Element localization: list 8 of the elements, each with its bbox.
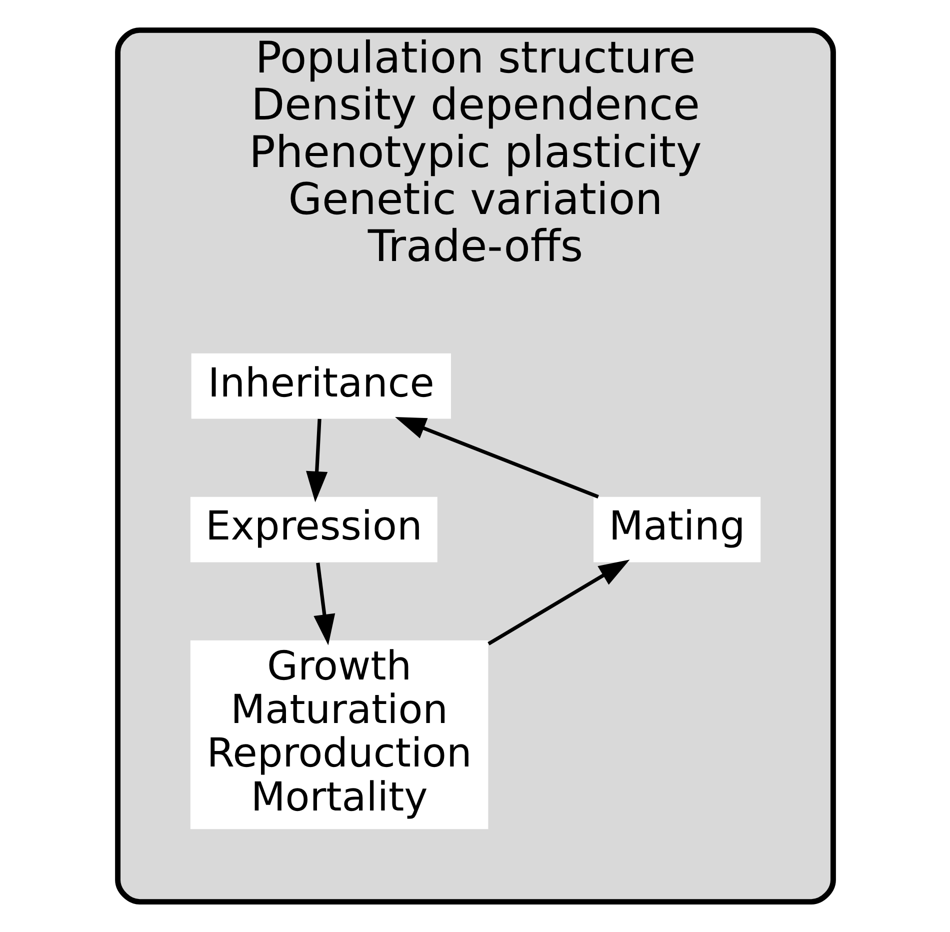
node-box: Inheritance	[190, 353, 450, 419]
node-box: Mating	[593, 496, 760, 562]
arrow	[313, 562, 335, 646]
arrow	[394, 416, 598, 498]
arrow	[306, 418, 328, 502]
node-box: Expression	[190, 496, 437, 562]
node-box: Growth Maturation Reproduction Mortality	[190, 640, 488, 830]
arrow	[487, 560, 630, 646]
